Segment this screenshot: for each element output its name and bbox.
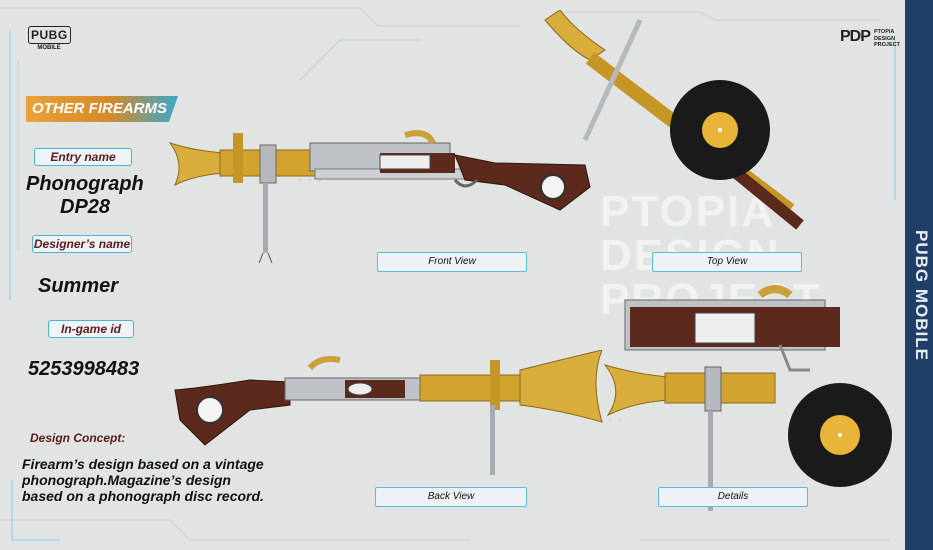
pdp-line-1: PTOPIA bbox=[874, 29, 895, 35]
pubg-logo-sub: MOBILE bbox=[37, 45, 61, 51]
entry-name-label: Entry name bbox=[34, 148, 132, 166]
pdp-logo-mark: PDP bbox=[840, 28, 871, 45]
top-view-label: Top View bbox=[652, 252, 802, 272]
ingame-id-label: In-game id bbox=[48, 320, 134, 338]
pdp-logo: PDP PTOPIA DESIGN PROJECT bbox=[840, 26, 910, 54]
details-label: Details bbox=[658, 487, 808, 507]
category-banner-bg bbox=[26, 96, 178, 122]
designer-name-value: Summer bbox=[38, 275, 119, 297]
side-brand-text: PUBG MOBILE bbox=[912, 230, 931, 361]
side-brand-strip: PUBG MOBILE bbox=[905, 0, 933, 550]
pdp-line-3: PROJECT bbox=[874, 42, 900, 48]
ingame-id-value: 5253998483 bbox=[28, 358, 140, 380]
entry-name-line-2: DP28 bbox=[60, 196, 111, 218]
design-concept-heading: Design Concept: bbox=[30, 431, 126, 445]
back-view-rifle bbox=[174, 350, 603, 475]
designer-name-label: Designer’s name bbox=[32, 235, 132, 253]
top-view-rifle bbox=[544, 10, 804, 230]
pubg-logo-text: PUBG bbox=[28, 26, 71, 44]
back-view-label: Back View bbox=[375, 487, 527, 507]
design-concept-text: Firearm’s design based on a vintage phon… bbox=[22, 456, 264, 504]
category-banner: OTHER FIREARMS bbox=[26, 96, 178, 124]
pubg-mobile-logo: PUBG MOBILE bbox=[28, 26, 71, 58]
front-view-label: Front View bbox=[377, 252, 527, 272]
pdp-line-2: DESIGN bbox=[874, 35, 896, 42]
entry-name-line-1: Phonograph bbox=[26, 173, 144, 195]
category-title: OTHER FIREARMS bbox=[32, 100, 167, 117]
front-view-rifle bbox=[168, 130, 591, 264]
details-view-rifle bbox=[603, 285, 892, 511]
pdp-logo-text: PTOPIA DESIGN PROJECT bbox=[874, 29, 900, 49]
